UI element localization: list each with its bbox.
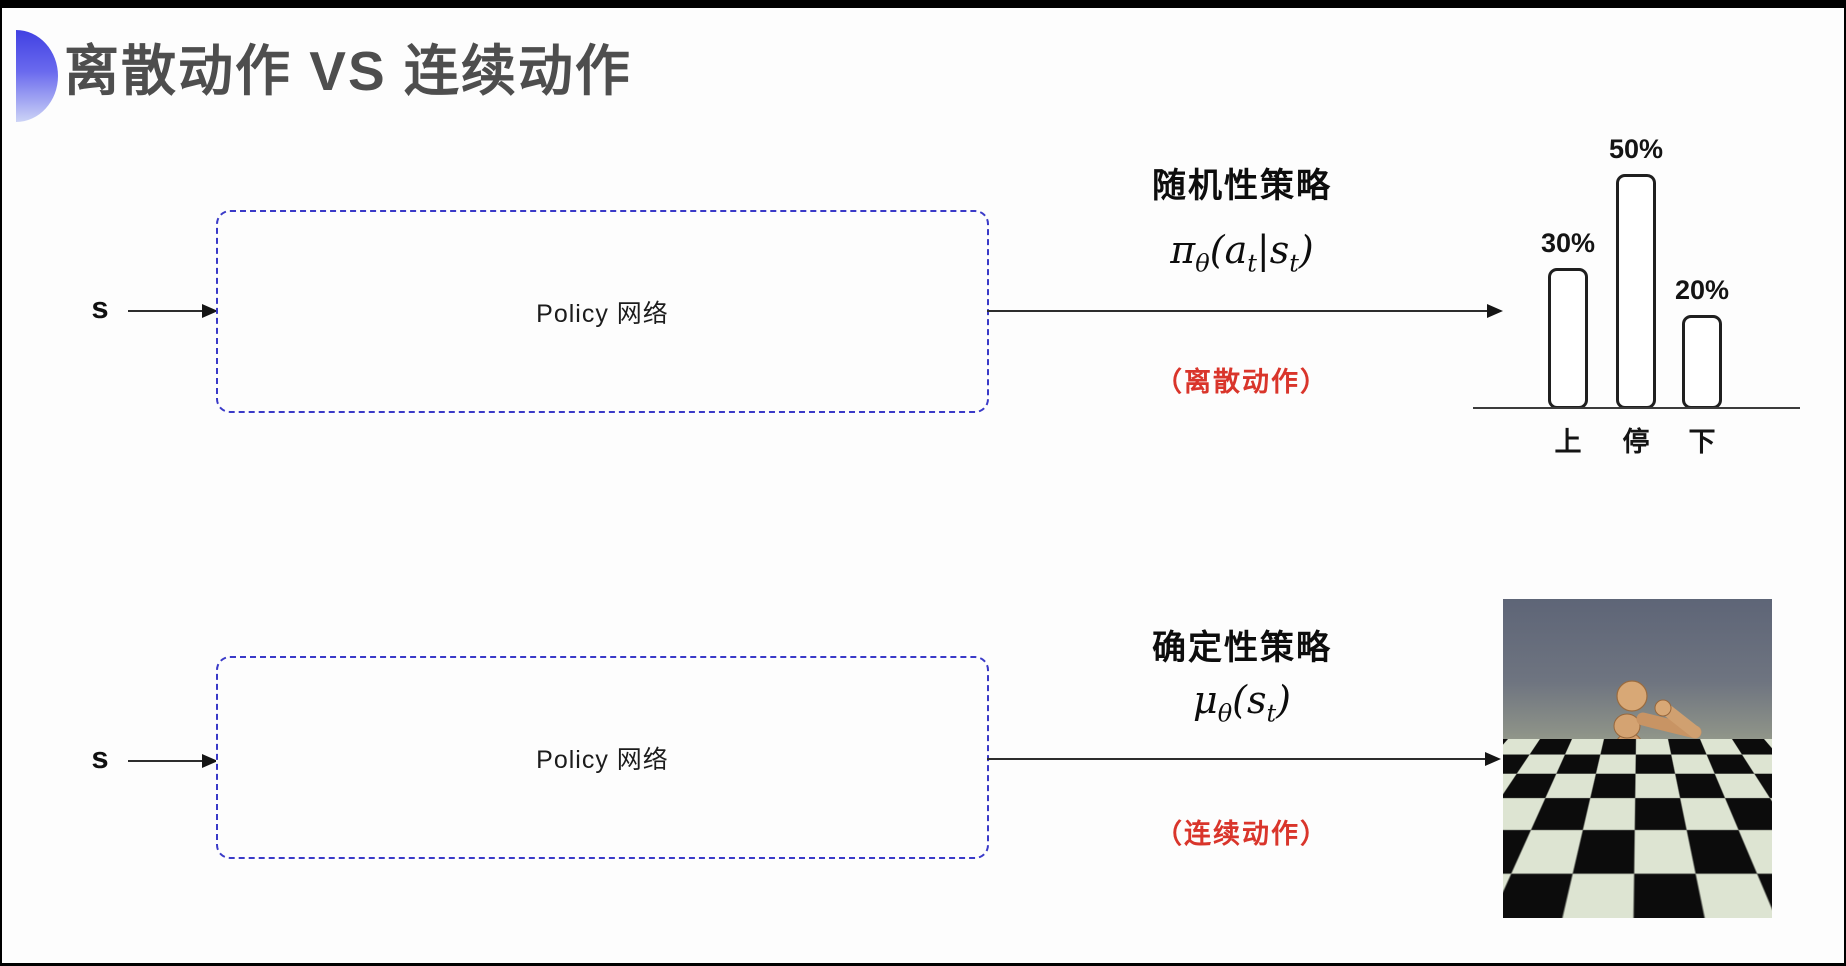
bar-stop [1616,174,1656,409]
category-label-up: 上 [1554,427,1582,457]
arrow-policy-to-output-bottom [987,758,1485,760]
arrow-policy-to-output-top [987,310,1487,312]
policy-network-label-top: Policy 网络 [536,299,669,328]
state-input-label-bottom: s [91,740,109,775]
arrow-state-to-policy-top [128,310,204,312]
humanoid-simulation-image [1503,599,1772,918]
discrete-action-note: （离散动作） [1155,367,1329,397]
continuous-action-note: （连续动作） [1155,819,1329,849]
formula-state-arg: s [1269,228,1290,272]
humanoid-figure [1581,680,1702,905]
formula-lparen: ( [1209,228,1225,272]
formula-action-sub: t [1247,249,1257,278]
formula-theta-sub: θ [1195,249,1210,278]
bar-down [1682,315,1722,409]
formula-lparen: ( [1232,678,1247,722]
formula-theta-sub: θ [1217,699,1233,728]
bar-value-label: 30% [1540,228,1596,258]
formula-mu: μ [1193,678,1218,722]
category-label-down: 下 [1688,427,1716,457]
arrowhead-state-to-policy-top [202,304,218,318]
deterministic-policy-title: 确定性策略 [1152,629,1332,667]
formula-action-arg: a [1224,228,1248,272]
formula-rparen: ) [1276,678,1291,722]
arrowhead-policy-to-output-top [1487,304,1503,318]
arrowhead-state-to-policy-bottom [202,754,218,768]
arrowhead-policy-to-output-bottom [1485,752,1501,766]
slide: 离散动作 VS 连续动作 s Policy 网络 随机性策略 πθ(at|st)… [2,8,1844,963]
formula-state-sub: t [1266,699,1277,728]
formula-state-sub: t [1289,249,1299,278]
deterministic-policy-formula: μθ(st) [1077,678,1407,728]
page-title: 离散动作 VS 连续动作 [64,40,632,102]
formula-rparen: ) [1298,228,1314,272]
formula-pi: π [1170,228,1196,272]
chart-baseline [1473,407,1800,409]
policy-network-box-top: Policy 网络 [216,210,989,413]
chart-column-stop: 50% [1596,134,1676,409]
arrow-state-to-policy-bottom [128,760,204,762]
state-input-label-top: s [91,290,109,325]
chart-column-down: 20% [1662,275,1742,409]
bar-value-label: 50% [1608,134,1664,164]
policy-network-label-bottom: Policy 网络 [536,745,669,774]
stochastic-policy-formula: πθ(at|st) [1077,228,1407,278]
policy-network-box-bottom: Policy 网络 [216,656,989,859]
bar-up [1548,268,1588,409]
chart-column-up: 30% [1528,228,1608,409]
title-accent-shape [16,30,58,122]
formula-state-arg: s [1246,678,1267,722]
stochastic-policy-title: 随机性策略 [1152,167,1332,205]
formula-given-bar: | [1256,228,1270,272]
category-label-stop: 停 [1622,427,1650,457]
bar-value-label: 20% [1674,275,1730,305]
